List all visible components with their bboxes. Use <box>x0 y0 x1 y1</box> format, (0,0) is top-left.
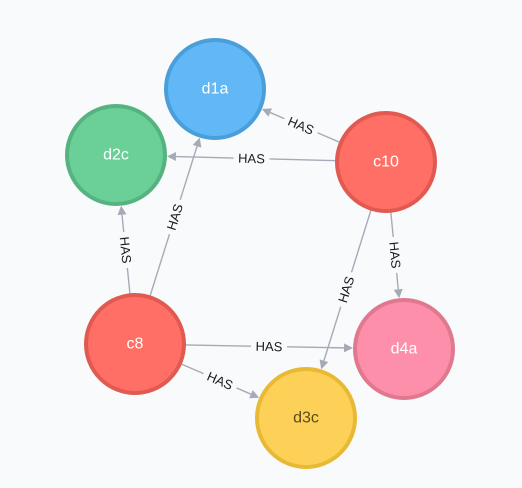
edge-line-end <box>395 272 399 290</box>
node-c10[interactable]: c10 <box>335 111 437 213</box>
edge-line-end <box>269 111 285 120</box>
edge-c10-d1a[interactable]: HAS <box>261 108 341 144</box>
node-circle <box>65 104 167 206</box>
arrow-head-icon <box>166 152 177 162</box>
edge-line-start <box>390 211 394 238</box>
arrow-head-icon <box>249 390 260 399</box>
edge-label: HAS <box>205 369 236 394</box>
edge-line-end <box>323 306 342 361</box>
arrow-head-icon <box>117 205 127 216</box>
edge-line-start <box>269 158 337 162</box>
nodes-layer: d1a d2c c10 c8 d4a d3c <box>65 38 455 469</box>
edge-line-end <box>286 346 345 349</box>
arrow-head-icon <box>343 343 354 353</box>
node-circle <box>255 367 357 469</box>
arrow-head-icon <box>319 359 329 370</box>
edge-label: HAS <box>255 339 282 354</box>
edge-c8-d4a[interactable]: HAS <box>184 339 354 354</box>
edge-label: HAS <box>238 151 265 167</box>
edge-label: HAS <box>386 241 404 269</box>
node-d3c[interactable]: d3c <box>255 367 357 469</box>
edge-label: HAS <box>335 274 357 304</box>
edge-line-end <box>179 146 198 201</box>
node-label: d1a <box>202 81 229 98</box>
arrow-head-icon <box>261 108 272 117</box>
edge-line-start <box>184 344 252 347</box>
node-d2c[interactable]: d2c <box>65 104 167 206</box>
node-d1a[interactable]: d1a <box>164 38 266 140</box>
edge-c10-d2c[interactable]: HAS <box>166 151 337 167</box>
edge-line-start <box>317 132 341 144</box>
node-label: c10 <box>373 154 399 171</box>
edge-line-end <box>236 387 252 395</box>
node-circle <box>84 293 186 395</box>
edge-label: HAS <box>286 114 317 138</box>
node-c8[interactable]: c8 <box>84 293 186 395</box>
edge-c10-d4a[interactable]: HAS <box>386 211 404 299</box>
edge-line-end <box>175 155 234 159</box>
edge-c8-d3c[interactable]: HAS <box>180 363 260 399</box>
node-circle <box>335 111 437 213</box>
node-circle <box>353 298 455 400</box>
edge-label: HAS <box>117 236 135 264</box>
arrow-head-icon <box>192 137 202 148</box>
node-label: d4a <box>391 341 418 358</box>
edge-c8-d2c[interactable]: HAS <box>117 205 135 295</box>
arrow-head-icon <box>393 288 403 299</box>
node-label: d3c <box>293 410 319 427</box>
node-circle <box>164 38 266 140</box>
edge-line-start <box>126 267 131 295</box>
node-label: c8 <box>127 336 144 353</box>
edge-line-start <box>350 209 372 273</box>
node-d4a[interactable]: d4a <box>353 298 455 400</box>
edge-label: HAS <box>164 202 186 232</box>
edge-line-start <box>180 363 204 375</box>
edge-line-start <box>149 233 171 297</box>
node-label: d2c <box>103 147 129 164</box>
edge-line-end <box>121 214 125 233</box>
